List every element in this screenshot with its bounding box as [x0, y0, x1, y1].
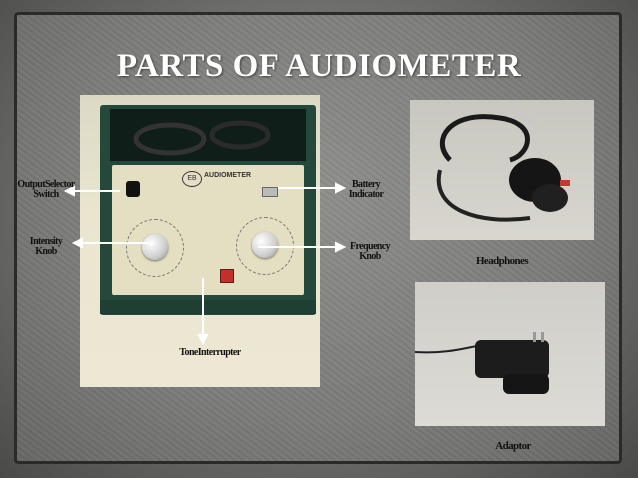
headphones-label: Headphones — [475, 255, 529, 267]
intensity-label-line2: Knob — [35, 246, 57, 257]
slide-title: PARTS OF AUDIOMETER — [116, 48, 522, 84]
front-panel: EB AUDIOMETER — [112, 165, 304, 295]
cable-coil-icon — [133, 120, 271, 156]
audiometer-case: EB AUDIOMETER — [100, 105, 316, 315]
intensity-label: Intensity Knob — [20, 237, 72, 257]
battery-label-line2: Indicator — [348, 189, 384, 200]
headphones-icon — [436, 107, 570, 222]
headphones-photo — [410, 100, 594, 240]
intensity-knob[interactable] — [142, 234, 168, 260]
battery-label-line1: Battery — [351, 179, 381, 190]
case-base — [100, 300, 316, 314]
battery-label: Battery Indicator — [340, 180, 392, 200]
intensity-label-line1: Intensity — [29, 236, 63, 247]
output-selector-label-line2: Switch — [33, 189, 59, 200]
output-selector-label-line1: OutputSelector — [17, 179, 75, 190]
adaptor-photo — [415, 282, 605, 426]
intensity-arrowhead — [71, 237, 83, 249]
adaptor-icon — [415, 332, 549, 394]
frequency-arrowhead — [335, 241, 347, 253]
output-selector-switch[interactable] — [126, 181, 140, 197]
frequency-label-line1: Frequency — [350, 241, 391, 252]
tone-interrupter-label: ToneInterrupter — [179, 347, 241, 358]
battery-indicator — [262, 187, 278, 197]
audiometer-photo: EB AUDIOMETER — [80, 95, 320, 387]
case-compartment — [110, 109, 306, 161]
intensity-scale — [126, 219, 184, 277]
battery-arrowhead — [335, 182, 347, 194]
frequency-knob[interactable] — [252, 232, 278, 258]
brand-name: AUDIOMETER — [204, 172, 252, 179]
tone-arrowhead — [197, 334, 209, 346]
output-selector-arrowhead — [63, 185, 75, 197]
output-selector-label: OutputSelector Switch — [12, 180, 80, 200]
brand-logo: EB — [182, 171, 202, 187]
frequency-label-line2: Knob — [359, 251, 381, 262]
frequency-label: Frequency Knob — [342, 242, 398, 262]
adaptor-label: Adaptor — [495, 440, 531, 452]
tone-interrupter-button[interactable] — [220, 269, 234, 283]
